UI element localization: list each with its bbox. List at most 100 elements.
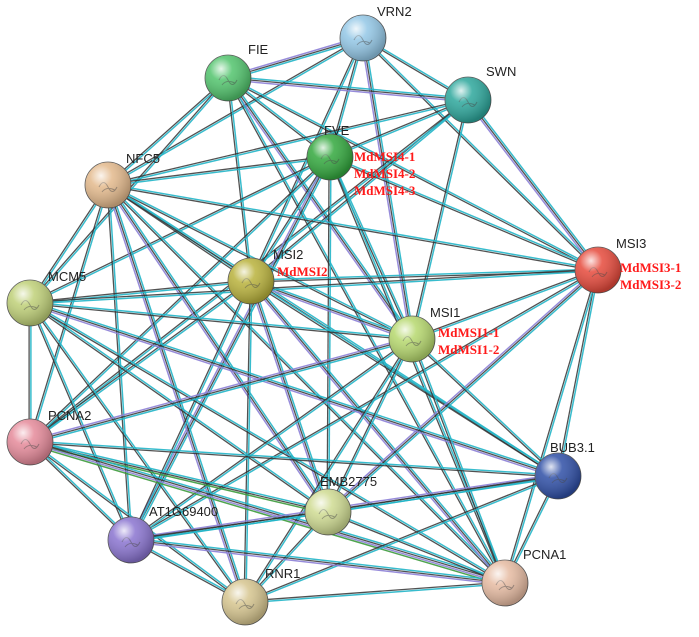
edge-strand xyxy=(328,270,600,514)
edge-strand xyxy=(330,155,599,270)
node-emb2775[interactable]: EMB2775 xyxy=(304,474,377,536)
apple-homolog-label: MdMSI3-1 xyxy=(620,260,681,275)
edge-PCNA2-PCNA1 xyxy=(29,438,506,587)
apple-homolog-label: MdMSI1-2 xyxy=(438,342,499,357)
edge-strand xyxy=(250,280,506,584)
edge-MSI1-AT1G69400 xyxy=(130,337,413,542)
edge-strand xyxy=(361,38,598,272)
edge-MCM5-RNR1 xyxy=(28,302,247,603)
edge-strand xyxy=(108,183,599,270)
edge-strand xyxy=(28,155,330,442)
edge-strand xyxy=(130,510,328,540)
node-label: PCNA1 xyxy=(523,547,566,562)
node-label: MCM5 xyxy=(48,269,86,284)
edge-strand xyxy=(30,270,599,305)
edge-strand xyxy=(244,581,505,602)
edge-EMB2775-PCNA1 xyxy=(327,510,506,585)
edge-MSI2-PCNA1 xyxy=(249,279,507,585)
edge-strand xyxy=(328,510,506,583)
node-mcm5[interactable]: MCM5 xyxy=(6,269,86,327)
edge-MCM5-EMB2775 xyxy=(29,301,329,514)
edge-strand xyxy=(30,439,329,511)
edge-NFC5-MCM5 xyxy=(28,184,110,304)
node-label: AT1G69400 xyxy=(149,504,218,519)
edge-strand xyxy=(105,185,245,603)
edge-strand xyxy=(251,279,559,476)
edge-MCM5-AT1G69400 xyxy=(28,302,133,541)
edge-strand xyxy=(29,279,251,442)
node-bub3-1[interactable]: BUB3.1 xyxy=(534,440,595,500)
apple-homolog-label: MdMSI2 xyxy=(277,264,328,279)
edge-strand xyxy=(245,281,253,603)
edge-strand xyxy=(227,79,468,103)
node-gloss xyxy=(535,453,581,499)
edge-strand xyxy=(556,269,598,476)
edge-strand xyxy=(410,99,468,339)
edge-strand xyxy=(29,303,328,514)
edge-strand xyxy=(28,184,108,303)
edge-SWN-NFC5 xyxy=(107,98,469,187)
edge-MSI1-PCNA2 xyxy=(29,336,413,445)
apple-homolog-label: MdMSI3-2 xyxy=(620,277,681,292)
node-pcna1[interactable]: PCNA1 xyxy=(481,547,566,607)
edge-SWN-MSI1 xyxy=(410,99,470,340)
edge-strand xyxy=(29,338,413,443)
edge-strand xyxy=(30,440,506,583)
edge-MSI2-BUB3.1 xyxy=(250,279,559,478)
edge-SWN-MSI3 xyxy=(465,98,601,272)
edge-strand xyxy=(227,78,598,272)
node-fie[interactable]: FIE xyxy=(204,42,269,102)
edge-strand xyxy=(248,281,328,513)
node-label: BUB3.1 xyxy=(550,440,595,455)
node-label: FVE xyxy=(324,123,350,138)
apple-homolog-label: MdMSI4-3 xyxy=(354,183,416,198)
edge-strand xyxy=(108,184,248,602)
edge-strand xyxy=(131,537,506,582)
node-gloss xyxy=(7,280,53,326)
edge-VRN2-MSI3 xyxy=(361,36,600,272)
node-label: VRN2 xyxy=(377,4,412,19)
node-nfc5[interactable]: NFC5 xyxy=(84,151,160,209)
edge-strand xyxy=(250,280,413,340)
edge-strand xyxy=(29,302,559,477)
edge-strand xyxy=(412,337,560,476)
edge-strand xyxy=(107,98,468,185)
edge-strand xyxy=(28,303,245,603)
edge-strand xyxy=(29,303,558,479)
node-at1g69400[interactable]: AT1G69400 xyxy=(107,504,218,564)
node-swn[interactable]: SWN xyxy=(444,64,516,124)
edge-NFC5-MSI3 xyxy=(107,183,599,272)
edge-strand xyxy=(30,300,559,476)
edge-strand xyxy=(327,512,505,585)
node-pcna2[interactable]: PCNA2 xyxy=(6,408,91,466)
node-rnr1[interactable]: RNR1 xyxy=(221,566,300,626)
edge-strand xyxy=(107,155,330,185)
node-label: RNR1 xyxy=(265,566,300,581)
edge-strand xyxy=(363,36,600,270)
edge-strand xyxy=(129,280,251,540)
edge-strand xyxy=(30,302,133,540)
edge-strand xyxy=(558,270,600,477)
edge-strand xyxy=(465,100,598,272)
edge-strand xyxy=(130,337,412,540)
edge-strand xyxy=(228,77,507,583)
edge-strand xyxy=(225,78,412,341)
edge-strand xyxy=(131,512,329,542)
edge-strand xyxy=(30,301,413,339)
node-gloss xyxy=(85,162,131,208)
edge-FVE-NFC5 xyxy=(107,155,331,187)
edge-strand xyxy=(329,157,598,272)
edge-strand xyxy=(30,185,110,304)
edge-strand xyxy=(249,156,330,281)
edge-strand xyxy=(108,183,507,583)
node-vrn2[interactable]: VRN2 xyxy=(339,4,412,62)
node-gloss xyxy=(482,560,528,606)
edge-strand xyxy=(330,100,469,159)
edge-strand xyxy=(30,301,329,512)
edge-strand xyxy=(108,100,469,187)
